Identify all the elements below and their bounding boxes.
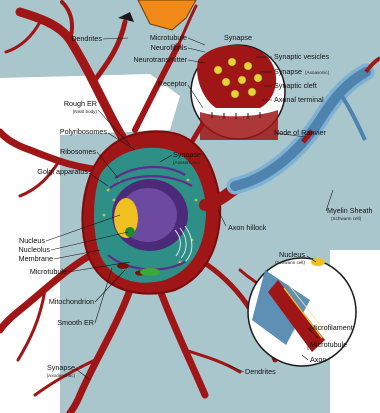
label-ribosomes: Ribosomes <box>60 147 96 156</box>
label-axonal-terminal: Axonal terminal <box>274 95 324 104</box>
label-myelin-sheath-sub: (Schwann cell) <box>331 216 362 221</box>
label-membrane: Membrane <box>19 254 53 263</box>
mitochondrion-green <box>140 268 160 276</box>
label-synapse-axoaxonic-sub: (Axoaxonic) <box>305 70 330 75</box>
label-microtubule-axon: Microtubule <box>310 340 347 349</box>
label-receptor: Receptor <box>158 79 188 88</box>
label-nucleolus: Nucleolus <box>18 245 50 254</box>
label-synapse-axodendritic-sub: (Axodendritic) <box>47 373 76 378</box>
label-synapse-axoaxonic: Synapse <box>274 67 302 76</box>
label-neurotransmitter: Neurotransmitter <box>133 55 187 64</box>
label-nucleus-schwann-sub: (Schwann cell) <box>275 260 306 265</box>
inset-schwann-nucleus <box>311 258 325 266</box>
label-synaptic-vesicles: Synaptic vesicles <box>274 52 330 61</box>
label-mitochondrion: Mitochondrion <box>49 297 94 306</box>
label-axon: Axon <box>310 355 326 364</box>
label-microtubule-top: Microtubule <box>150 33 187 42</box>
nucleolus <box>125 227 135 237</box>
label-smooth-er: Smooth ER <box>57 318 94 327</box>
label-node-of-ranvier: Node of Ranvier <box>274 128 327 137</box>
label-nucleus-schwann: Nucleus <box>279 250 305 259</box>
label-synapse-axosomatic: Synapse <box>173 150 201 159</box>
label-microtubule-left: Microtubule <box>30 267 67 276</box>
label-neurofibrils: Neurofibrils <box>151 43 188 52</box>
synaptic-terminal <box>197 45 276 108</box>
label-dendrites-top: Dendrites <box>71 34 102 43</box>
label-rough-er-sub: (Nissl body) <box>73 109 98 114</box>
label-axon-hillock: Axon hillock <box>228 223 267 232</box>
label-golgi: Golgi apparatus <box>37 167 88 176</box>
label-synapse-axodendritic: Synapse <box>47 363 75 372</box>
label-polyribosomes: Polyribosomes <box>60 127 108 136</box>
label-dendrites-bottom: Dendrites <box>245 367 276 376</box>
label-rough-er: Rough ER <box>64 99 97 108</box>
label-nucleus: Nucleus <box>19 236 45 245</box>
label-synapse-inset-title: Synapse <box>224 33 252 42</box>
label-microfilament: Microfilament <box>310 323 353 332</box>
label-synaptic-cleft: Synaptic cleft <box>274 81 317 90</box>
label-synapse-axosomatic-sub: (Axosomatic) <box>173 160 200 165</box>
label-myelin-sheath: Myelin Sheath <box>327 206 373 215</box>
